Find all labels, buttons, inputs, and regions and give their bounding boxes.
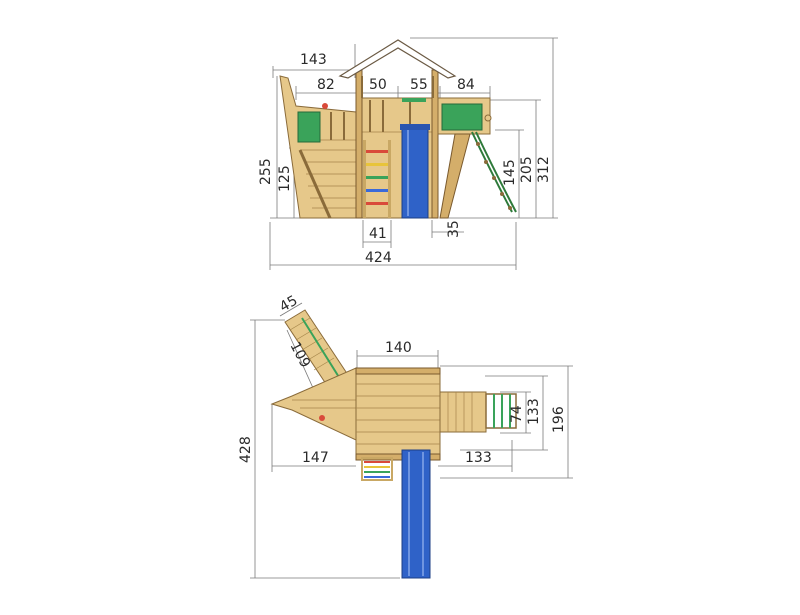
rainbow-ladder: [363, 140, 391, 218]
dim-35: 35: [446, 220, 462, 238]
dim-196: 196: [551, 406, 567, 433]
dim-143: 143: [300, 52, 327, 68]
right-platform-top: [439, 391, 487, 433]
dim-147: 147: [302, 450, 329, 466]
top-view-structure: [270, 309, 517, 579]
dim-424: 424: [365, 250, 392, 266]
blue-slide: [400, 124, 430, 219]
dim-45: 45: [277, 293, 300, 316]
steering-wheel-icon: [322, 103, 328, 109]
dim-74: 74: [509, 405, 525, 423]
dim-41: 41: [369, 226, 387, 242]
dim-145: 145: [502, 159, 518, 186]
main-deck: [355, 367, 441, 461]
dim-255: 255: [258, 158, 274, 185]
ship-green-panel: [297, 111, 321, 143]
blue-slide-top: [401, 449, 431, 579]
dim-82: 82: [317, 77, 335, 93]
tower-roof: [338, 39, 457, 79]
dim-55: 55: [410, 77, 428, 93]
right-green-panel: [441, 103, 483, 131]
dim-140: 140: [385, 340, 412, 356]
side-view: 143 82 50 55 84 255 125 145 205 312 41 3…: [258, 37, 558, 270]
steering-wheel-top-icon: [319, 415, 325, 421]
top-view-dimension-lines: [250, 302, 573, 579]
dim-50: 50: [369, 77, 387, 93]
dim-84: 84: [457, 77, 475, 93]
rainbow-ladder-top: [361, 457, 393, 481]
dim-133-horizontal: 133: [465, 450, 492, 466]
dim-205: 205: [519, 156, 535, 183]
ship-bow: [279, 75, 357, 219]
rope-ladder: [471, 131, 517, 213]
ship-bow-top: [270, 367, 357, 441]
side-view-structure: [279, 39, 517, 219]
dim-312: 312: [536, 156, 552, 183]
dim-125: 125: [277, 165, 293, 192]
dim-428: 428: [238, 436, 254, 463]
side-view-dimension-lines: [269, 37, 558, 270]
dim-133-vertical: 133: [526, 398, 542, 425]
top-view: 45 109 140 74 133 196 428 147 133: [238, 293, 573, 579]
